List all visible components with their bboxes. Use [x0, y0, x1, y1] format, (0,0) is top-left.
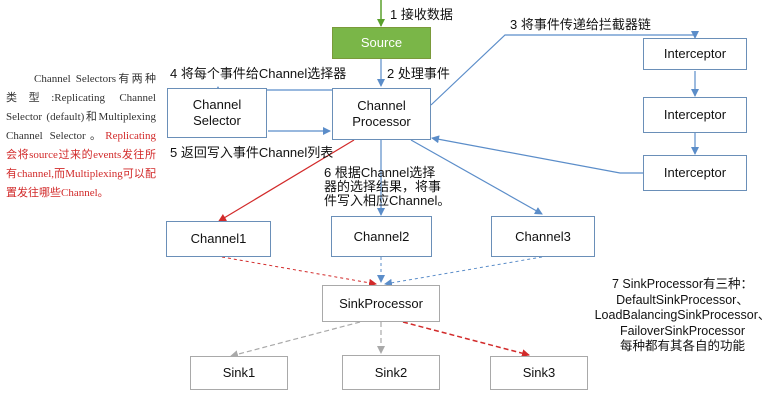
channel3-node: Channel3: [491, 216, 595, 257]
sink-note-line5: 每种都有其各自的功能: [619, 339, 745, 353]
sink-processor-node: SinkProcessor: [322, 285, 440, 322]
step1-label: 1 接收数据: [390, 7, 453, 22]
step3-label: 3 将事件传递给拦截器链: [510, 17, 651, 32]
step4-label: 4 将每个事件给Channel选择器: [170, 66, 347, 81]
channel1-node: Channel1: [166, 221, 271, 257]
channel3-label: Channel3: [515, 228, 571, 244]
sink3-node: Sink3: [490, 356, 588, 390]
note-part1: Channel Selectors有两种类型:Replicating Chann…: [6, 73, 156, 142]
channel-selector-note-body: Channel Selectors有两种类型:Replicating Chann…: [6, 70, 156, 203]
channel-processor-label-line2: Processor: [352, 114, 411, 129]
arrow-processor-to-channel1: [218, 139, 355, 222]
interceptor-label: Interceptor: [663, 165, 727, 180]
note-part2-red: Replicating 会将source过来的events发往所有channel…: [6, 130, 156, 199]
sink2-node: Sink2: [342, 355, 440, 390]
sink2-label: Sink2: [374, 364, 408, 380]
sink-note-line1: 7 SinkProcessor有三种：: [611, 277, 753, 291]
arrow-sinkprocessor-to-sink1: [230, 321, 361, 359]
channel-selector-node: Channel Selector: [167, 88, 267, 138]
arrow-processor-to-channel3: [410, 139, 543, 215]
interceptor-label: Interceptor: [663, 107, 727, 122]
step6-line1: 6 根据Channel选择: [324, 165, 436, 180]
arrow-sinkprocessor-to-sink3: [402, 321, 530, 358]
channel-processor-label-line1: Channel: [357, 98, 406, 113]
sink1-node: Sink1: [190, 356, 288, 390]
sink1-label: Sink1: [222, 365, 256, 380]
channel2-label: Channel2: [353, 228, 410, 244]
channel2-node: Channel2: [331, 216, 432, 257]
interceptor-node-1: Interceptor: [643, 38, 747, 70]
sink-processor-label: SinkProcessor: [339, 295, 423, 311]
source-label: Source: [360, 35, 403, 50]
arrow-processor-to-interceptors: [430, 31, 699, 106]
channel-selector-label-line1: Channel: [192, 97, 242, 112]
sink-processor-note: 7 SinkProcessor有三种： DefaultSinkProcessor…: [585, 277, 780, 355]
sink-note-line4: FailoverSinkProcessor: [619, 323, 746, 338]
channel-selector-label-line2: Selector: [193, 113, 241, 128]
source-node: Source: [332, 27, 431, 59]
interceptor-label: Interceptor: [663, 46, 727, 61]
channel1-label: Channel1: [190, 231, 247, 246]
step5-label: 5 返回写入事件Channel列表: [170, 145, 334, 160]
step6-line3: 件写入相应Channel。: [324, 193, 451, 208]
sink-note-line2: DefaultSinkProcessor、: [616, 292, 749, 307]
arrow-channel1-to-sinkprocessor: [221, 256, 377, 287]
channel-processor-node: Channel Processor: [332, 88, 431, 140]
step6-label: 6 根据Channel选择 器的选择结果，将事 件写入相应Channel。: [324, 166, 450, 208]
sink3-label: Sink3: [522, 365, 556, 380]
sink-note-line3: LoadBalancingSinkProcessor、: [594, 308, 771, 322]
step6-line2: 器的选择结果，将事: [324, 179, 442, 194]
arrow-channel3-to-sinkprocessor: [384, 256, 543, 287]
channel-selector-note: Channel Selectors有两种类型:Replicating Chann…: [6, 70, 156, 203]
step2-label: 2 处理事件: [387, 66, 450, 81]
interceptor-node-2: Interceptor: [643, 97, 747, 133]
arrow-interceptors-to-processor: [431, 135, 643, 174]
interceptor-node-3: Interceptor: [643, 155, 747, 191]
